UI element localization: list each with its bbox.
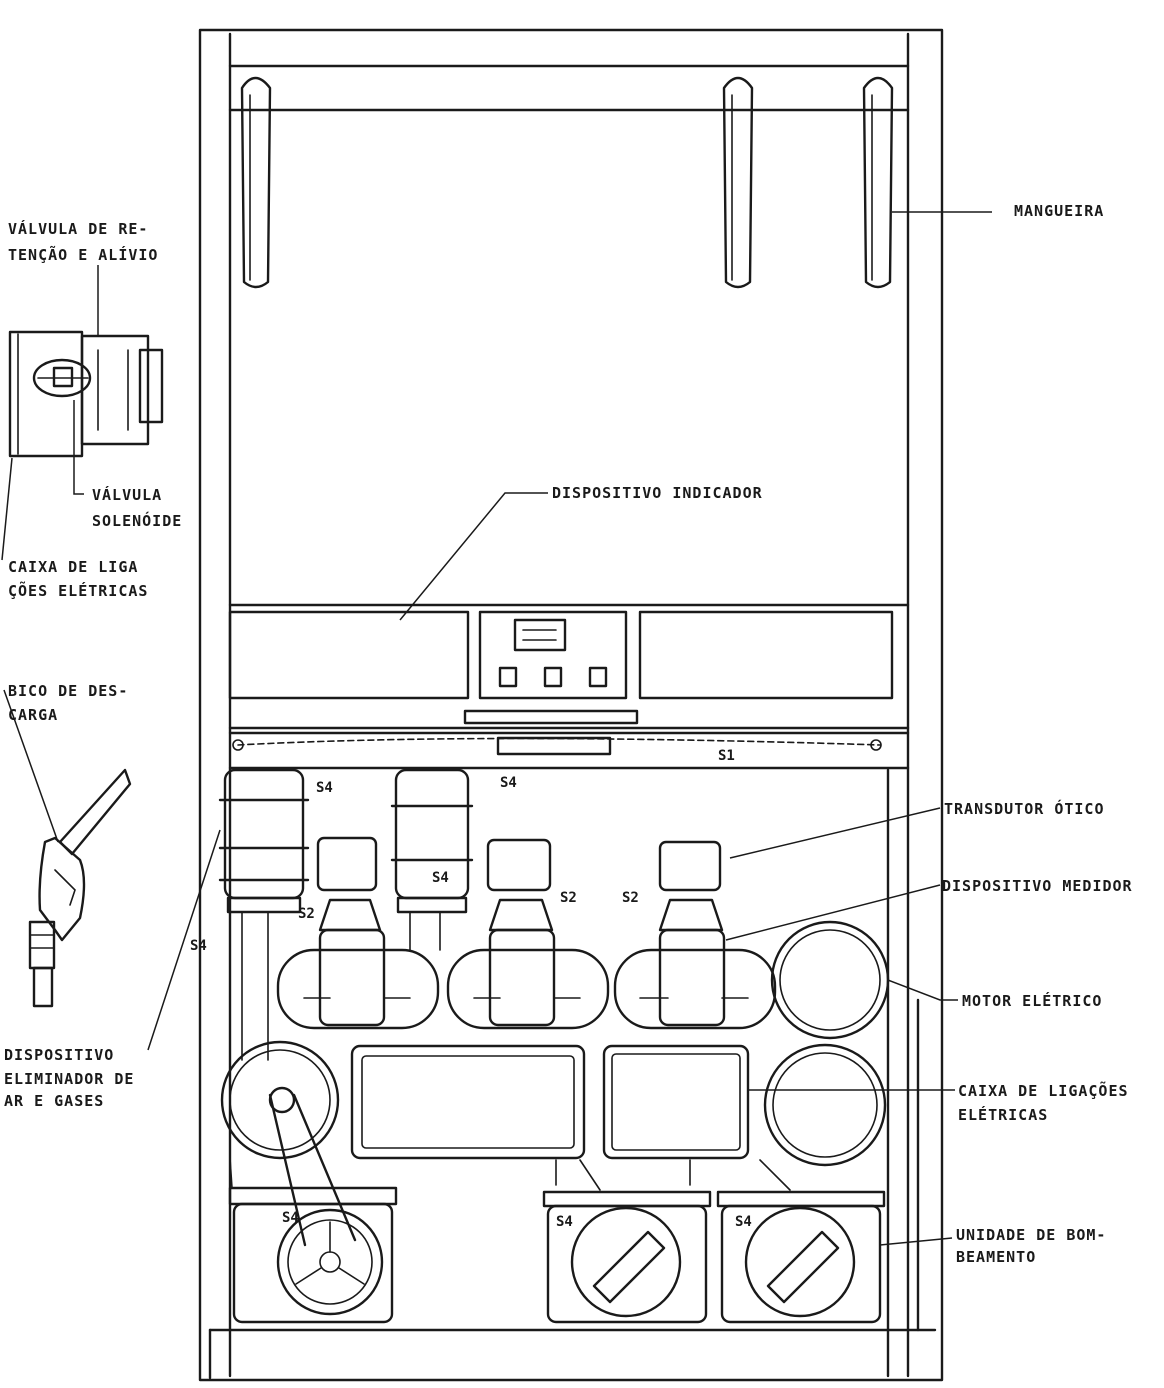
indicator-panel: [228, 610, 894, 756]
optical-transducer-3: [658, 840, 722, 892]
seal-s4-label: S4: [500, 775, 517, 791]
meter-2: [446, 898, 610, 1030]
seal-s4-label: S4: [190, 938, 207, 954]
pumping-unit-left: [228, 1186, 398, 1324]
seal-s1-label: S1: [718, 748, 735, 764]
label-caixa-ligacoes-right-line1: CAIXA DE LIGAÇÕES: [958, 1081, 1129, 1100]
junction-box-center: [350, 1044, 586, 1160]
label-valvula-solenoide-line2: SOLENÓIDE: [92, 511, 182, 530]
seal-s4-label: S4: [735, 1214, 752, 1230]
optical-transducer-1: [316, 836, 378, 892]
label-eliminador-line3: AR E GASES: [4, 1092, 104, 1110]
label-caixa-ligacoes-left-line1: CAIXA DE LIGA: [8, 558, 138, 576]
leader-lines: [1, 211, 992, 1246]
seal-s2-label: S2: [298, 906, 315, 922]
label-bico-line2: CARGA: [8, 706, 58, 724]
label-motor-eletrico: MOTOR ELÉTRICO: [962, 991, 1102, 1010]
label-dispositivo-indicador: DISPOSITIVO INDICADOR: [552, 484, 763, 502]
hose-left: [240, 76, 272, 289]
electric-motor-bottom: [763, 1043, 887, 1167]
label-valvula-retencao-line2: TENÇÃO E ALÍVIO: [8, 245, 158, 264]
meter-3: [613, 898, 777, 1030]
label-unidade-bombeamento-line2: BEAMENTO: [956, 1248, 1036, 1266]
seal-s4-label: S4: [316, 780, 333, 796]
discharge-nozzle: [28, 768, 132, 1008]
seal-s4-label: S4: [282, 1210, 299, 1226]
electric-motor-top: [770, 920, 890, 1040]
hose-right: [862, 76, 894, 289]
label-bico-line1: BICO DE DES-: [8, 682, 128, 700]
junction-box-right: [602, 1044, 750, 1160]
air-eliminator-1: [218, 768, 310, 1061]
label-transdutor-otico: TRANSDUTOR ÓTICO: [944, 799, 1105, 818]
seal-s2-label: S2: [622, 890, 639, 906]
label-caixa-ligacoes-right-line2: ELÉTRICAS: [958, 1105, 1048, 1124]
pumping-unit-middle: [542, 1190, 712, 1324]
seal-s4-label: S4: [432, 870, 449, 886]
label-mangueira: MANGUEIRA: [1014, 202, 1104, 220]
air-eliminator-2: [390, 768, 474, 951]
label-dispositivo-medidor: DISPOSITIVO MEDIDOR: [942, 877, 1133, 895]
seal-s2-label: S2: [560, 890, 577, 906]
seal-s4-label: S4: [556, 1214, 573, 1230]
label-caixa-ligacoes-left-line2: ÇÕES ELÉTRICAS: [8, 581, 148, 600]
pumping-unit-right: [716, 1190, 886, 1324]
label-valvula-retencao-line1: VÁLVULA DE RE-: [8, 219, 148, 238]
hose-middle: [722, 76, 754, 289]
valve-assembly: [8, 330, 164, 458]
optical-transducer-2: [486, 838, 552, 892]
label-eliminador-line2: ELIMINADOR DE: [4, 1070, 134, 1088]
label-unidade-bombeamento-line1: UNIDADE DE BOM-: [956, 1226, 1106, 1244]
dispenser-cabinet: [198, 28, 944, 1382]
meter-1: [276, 898, 440, 1030]
label-valvula-solenoide-line1: VÁLVULA: [92, 485, 162, 504]
label-eliminador-line1: DISPOSITIVO: [4, 1046, 114, 1064]
